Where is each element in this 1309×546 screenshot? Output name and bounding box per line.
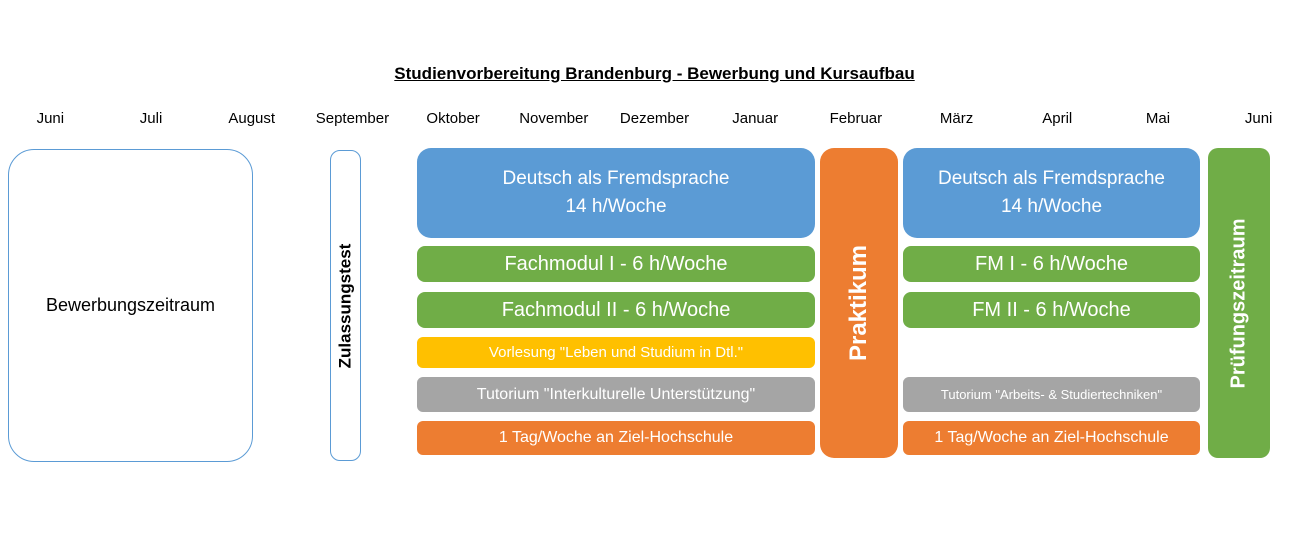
semester2-fachmodul1-block: FM I - 6 h/Woche [903,246,1200,282]
semester2-hochschultag-block: 1 Tag/Woche an Ziel-Hochschule [903,421,1200,455]
semester1-tutorium-label: Tutorium "Interkulturelle Unterstützung" [476,385,756,403]
month-label-dezember: Dezember [619,110,690,127]
page-title: Studienvorbereitung Brandenburg - Bewerb… [394,64,915,83]
month-label-november: November [519,110,589,127]
semester1-fachmodul2-label: Fachmodul II - 6 h/Woche [501,298,731,321]
pruefungszeitraum-block: Prüfungszeitraum [1208,148,1270,458]
semester1-vorlesung-label: Vorlesung "Leben und Studium in Dtl." [488,344,744,361]
month-label-januar: Januar [732,110,779,127]
semester2-daf-line1: Deutsch als Fremdsprache [937,167,1166,189]
semester2-daf-block: Deutsch als Fremdsprache 14 h/Woche [903,148,1200,238]
month-label-august: August [228,110,276,127]
month-label-oktober: Oktober [426,110,480,127]
pruefungszeitraum-label: Prüfungszeitraum [1227,217,1250,389]
semester1-hochschultag-block: 1 Tag/Woche an Ziel-Hochschule [417,421,815,455]
month-label-juli: Juli [139,110,163,127]
zulassungstest-label: Zulassungstest [335,243,355,368]
semester1-daf-block: Deutsch als Fremdsprache 14 h/Woche [417,148,815,238]
semester1-tutorium-block: Tutorium "Interkulturelle Unterstützung" [417,377,815,412]
semester2-daf-line2: 14 h/Woche [1000,196,1103,217]
semester2-tutorium-block: Tutorium "Arbeits- & Studiertechniken" [903,377,1200,412]
bewerbungszeitraum-label: Bewerbungszeitraum [45,295,216,315]
month-axis: Juni Juli August September Oktober Novem… [0,110,1309,127]
month-label-april: April [1042,110,1073,127]
month-label-februar: Februar [829,110,883,127]
semester2-fachmodul1-label: FM I - 6 h/Woche [974,252,1128,275]
semester2-fachmodul2-label: FM II - 6 h/Woche [972,298,1131,321]
month-label-maerz: März [939,110,974,127]
semester1-fachmodul1-block: Fachmodul I - 6 h/Woche [417,246,815,282]
month-label-juni-1: Juni [36,110,65,127]
semester1-fachmodul1-label: Fachmodul I - 6 h/Woche [504,252,728,275]
semester2-fachmodul2-block: FM II - 6 h/Woche [903,292,1200,328]
semester1-hochschultag-label: 1 Tag/Woche an Ziel-Hochschule [498,429,734,446]
month-label-mai: Mai [1145,110,1171,127]
semester1-daf-line1: Deutsch als Fremdsprache [502,167,730,189]
zulassungstest-block: Zulassungstest [330,150,361,461]
praktikum-block: Praktikum [820,148,898,458]
month-label-juni-2: Juni [1244,110,1273,127]
month-label-september: September [315,110,390,127]
semester2-tutorium-label: Tutorium "Arbeits- & Studiertechniken" [940,387,1163,402]
semester2-hochschultag-label: 1 Tag/Woche an Ziel-Hochschule [934,429,1169,446]
semester1-vorlesung-block: Vorlesung "Leben und Studium in Dtl." [417,337,815,368]
bewerbungszeitraum-block: Bewerbungszeitraum [8,149,253,462]
praktikum-label: Praktikum [845,244,872,362]
semester1-daf-line2: 14 h/Woche [565,196,667,217]
semester1-fachmodul2-block: Fachmodul II - 6 h/Woche [417,292,815,328]
